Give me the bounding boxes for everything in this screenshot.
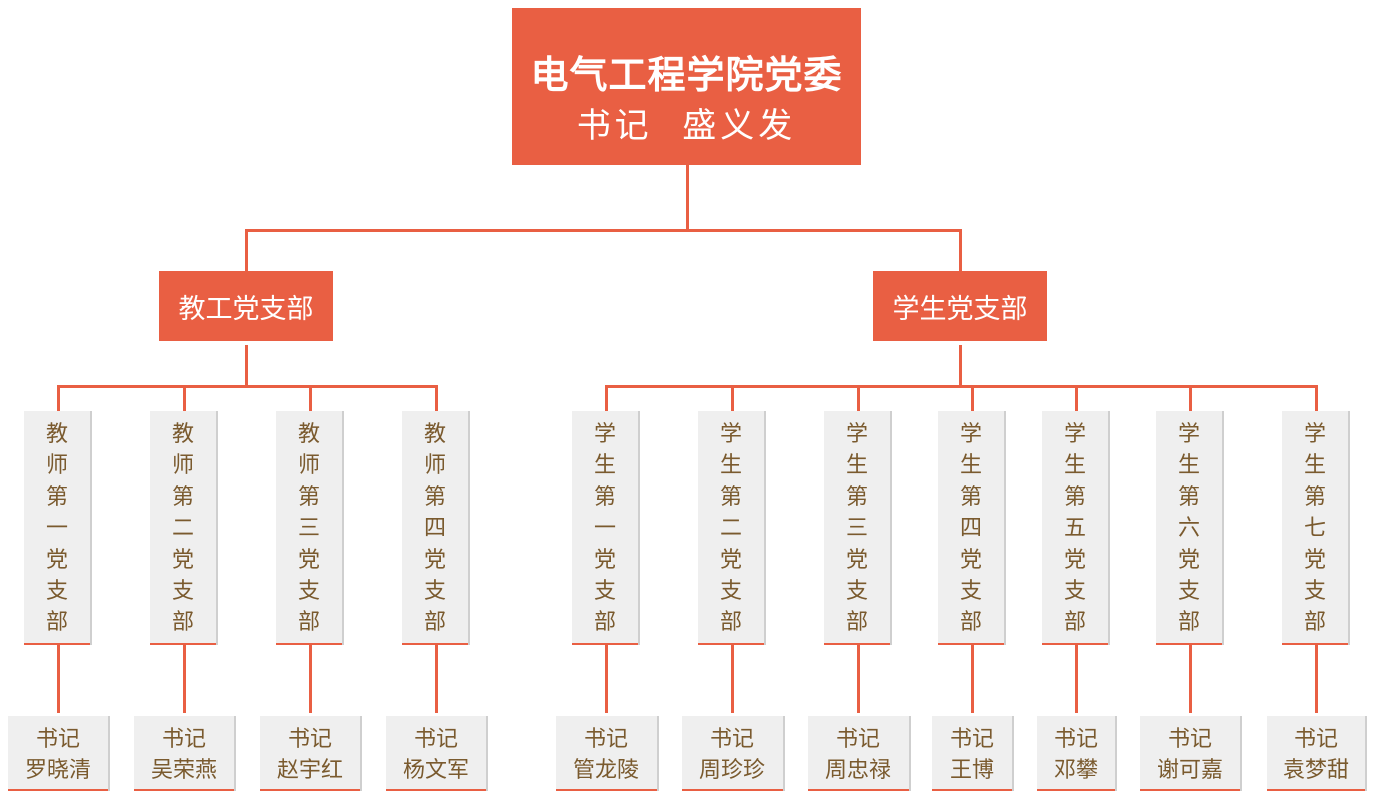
secretary-line [1189,645,1192,713]
unit-node: 教师第一党支部 [24,411,90,645]
secretary-node: 书记王博 [932,716,1012,791]
unit-node: 学生第二党支部 [698,411,764,645]
unit-node: 教师第三党支部 [276,411,342,645]
root-node: 电气工程学院党委 书记 盛义发 [512,8,861,165]
unit-node: 教师第二党支部 [150,411,216,645]
unit-name: 学生第四党支部 [959,422,982,636]
unit-node: 教师第四党支部 [402,411,468,645]
secretary-node: 书记谢可嘉 [1140,716,1240,791]
secretary-line [857,645,860,713]
secretary-name: 吴荣燕 [150,758,217,783]
unit-drop-line [435,387,438,411]
secretary-node: 书记杨文军 [386,716,486,791]
secretary-line [183,645,186,713]
unit-node: 学生第三党支部 [824,411,890,645]
secretary-role: 书记 [413,727,458,752]
unit-drop-line [1075,387,1078,411]
secretary-node: 书记赵宇红 [260,716,360,791]
unit-node: 学生第六党支部 [1156,411,1222,645]
unit-name: 学生第一党支部 [593,422,616,636]
secretary-node: 书记管龙陵 [555,716,657,791]
unit-node: 学生第四党支部 [938,411,1004,645]
unit-bar-line [57,385,438,388]
secretary-node: 书记周珍珍 [681,716,783,791]
secretary-role: 书记 [835,727,880,752]
secretary-name: 罗晓清 [24,758,91,783]
secretary-role: 书记 [35,727,80,752]
unit-drop-line [183,387,186,411]
secretary-line [435,645,438,713]
root-branch-bar [245,229,962,232]
secretary-line [1075,645,1078,713]
secretary-name: 谢可嘉 [1156,758,1223,783]
secretary-line [1315,645,1318,713]
unit-drop-line [309,387,312,411]
secretary-role: 书记 [1293,727,1338,752]
secretary-name: 管龙陵 [572,758,639,783]
secretary-role: 书记 [949,727,994,752]
secretary-node: 书记邓攀 [1037,716,1115,791]
secretary-role: 书记 [1053,727,1098,752]
branch-node: 教工党支部 [159,271,333,341]
unit-name: 教师第四党支部 [423,422,446,636]
secretary-role: 书记 [1167,727,1212,752]
unit-name: 学生第七党支部 [1303,422,1326,636]
unit-name: 学生第六党支部 [1177,422,1200,636]
unit-drop-line [57,387,60,411]
unit-name: 教师第二党支部 [171,422,194,636]
unit-drop-line [731,387,734,411]
secretary-name: 周忠禄 [824,758,891,783]
unit-node: 学生第一党支部 [572,411,638,645]
secretary-name: 杨文军 [402,758,469,783]
root-subtitle: 书记 盛义发 [576,106,797,146]
secretary-name: 周珍珍 [698,758,765,783]
secretary-name: 赵宇红 [276,758,343,783]
unit-drop-line [1189,387,1192,411]
root-trunk-line [686,165,689,231]
secretary-node: 书记袁梦甜 [1267,716,1365,791]
secretary-line [605,645,608,713]
unit-name: 学生第三党支部 [845,422,868,636]
secretary-name: 袁梦甜 [1282,758,1349,783]
secretary-node: 书记周忠禄 [807,716,909,791]
unit-drop-line [971,387,974,411]
branch-trunk-line [245,345,248,387]
secretary-name: 王博 [949,758,994,783]
branch-drop-line [959,231,962,271]
secretary-name: 邓攀 [1053,758,1098,783]
unit-node: 学生第七党支部 [1282,411,1348,645]
secretary-role: 书记 [583,727,628,752]
unit-name: 学生第二党支部 [719,422,742,636]
secretary-role: 书记 [709,727,754,752]
branch-drop-line [245,231,248,271]
branch-node: 学生党支部 [873,271,1047,341]
secretary-line [309,645,312,713]
unit-drop-line [857,387,860,411]
secretary-line [971,645,974,713]
secretary-line [731,645,734,713]
secretary-role: 书记 [287,727,332,752]
unit-name: 教师第一党支部 [45,422,68,636]
secretary-line [57,645,60,713]
branch-trunk-line [959,345,962,387]
unit-node: 学生第五党支部 [1042,411,1108,645]
unit-drop-line [605,387,608,411]
unit-name: 教师第三党支部 [297,422,320,636]
secretary-role: 书记 [161,727,206,752]
secretary-node: 书记吴荣燕 [134,716,234,791]
root-title: 电气工程学院党委 [530,53,843,97]
unit-name: 学生第五党支部 [1063,422,1086,636]
unit-bar-line [605,385,1318,388]
secretary-node: 书记罗晓清 [8,716,108,791]
unit-drop-line [1315,387,1318,411]
